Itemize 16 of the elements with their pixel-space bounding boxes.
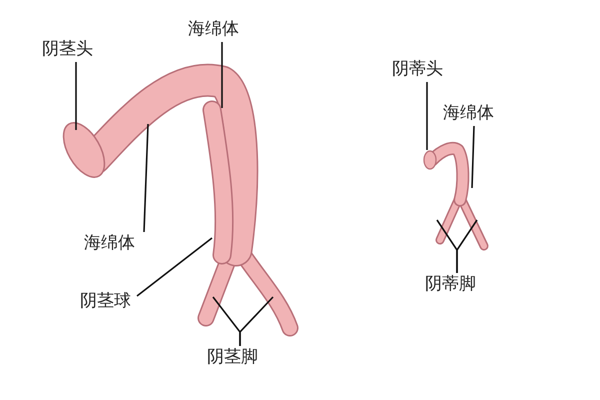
part-label: 海绵体 — [443, 102, 494, 124]
leader-line — [426, 82, 428, 150]
part-label: 阴茎球 — [80, 290, 131, 312]
leader-line — [143, 124, 149, 232]
part-label: 阴蒂脚 — [425, 273, 476, 295]
leader-line — [471, 126, 475, 188]
part-label: 海绵体 — [84, 232, 135, 254]
part-label: 阴茎脚 — [207, 346, 258, 368]
part-label: 海绵体 — [188, 18, 239, 40]
leader-line — [221, 42, 223, 108]
leader-line — [75, 62, 77, 130]
leader-line — [456, 220, 478, 273]
leader-line — [136, 237, 212, 297]
leader-line — [239, 296, 274, 346]
part-label: 阴蒂头 — [392, 58, 443, 80]
part-label: 阴茎头 — [42, 38, 93, 60]
